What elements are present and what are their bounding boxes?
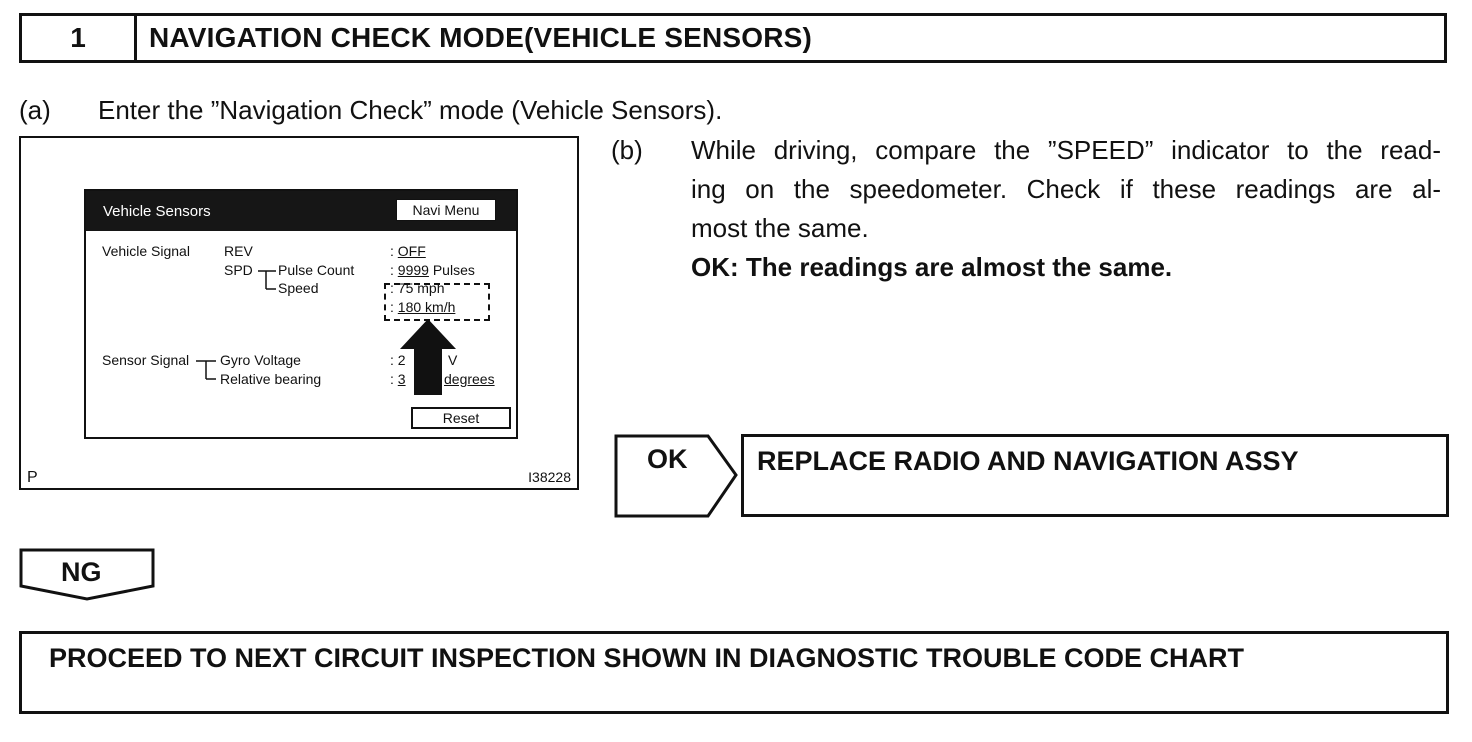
pointer-arrow-icon	[400, 319, 456, 395]
ng-action-text: PROCEED TO NEXT CIRCUIT INSPECTION SHOWN…	[49, 643, 1245, 673]
speed-label: Speed	[278, 280, 319, 296]
gyro-voltage-label: Gyro Voltage	[220, 352, 301, 368]
ng-result-box: PROCEED TO NEXT CIRCUIT INSPECTION SHOWN…	[19, 631, 1449, 714]
ok-action-text: REPLACE RADIO AND NAVIGATION ASSY	[757, 446, 1299, 476]
rev-label: REV	[224, 243, 253, 259]
gyro-voltage-unit: V	[448, 352, 458, 368]
pulse-count-label: Pulse Count	[278, 262, 355, 278]
rev-value: : OFF	[390, 243, 426, 259]
ok-result-box: REPLACE RADIO AND NAVIGATION ASSY	[741, 434, 1449, 517]
relative-bearing-unit: degrees	[444, 371, 495, 387]
instruction-b: (b) While driving, compare the ”SPEED” i…	[611, 131, 1451, 291]
gyro-voltage-value: : 2	[390, 352, 406, 368]
screen-title-bar: Vehicle Sensors Navi Menu	[86, 191, 516, 231]
ok-label: OK	[647, 444, 688, 474]
spd-bracket	[258, 270, 276, 290]
instruction-b-line: ing on the speedometer. Check if these r…	[691, 174, 1441, 204]
step-number: 1	[22, 16, 137, 60]
step-header: 1 NAVIGATION CHECK MODE(VEHICLE SENSORS)	[19, 13, 1447, 63]
ok-arrow-shape	[614, 434, 738, 518]
pulse-value: : 9999 Pulses	[390, 262, 475, 278]
reset-button: Reset	[411, 407, 511, 429]
instruction-a-text: Enter the ”Navigation Check” mode (Vehic…	[98, 95, 723, 125]
step-title: NAVIGATION CHECK MODE(VEHICLE SENSORS)	[149, 22, 813, 53]
sensor-signal-label: Sensor Signal	[102, 352, 190, 368]
navi-menu-button: Navi Menu	[396, 199, 496, 221]
instruction-a: (a) Enter the ”Navigation Check” mode (V…	[19, 91, 1219, 131]
instruction-b-label: (b)	[611, 135, 643, 165]
instruction-b-line: While driving, compare the ”SPEED” indic…	[691, 135, 1441, 165]
sensor-bracket	[196, 360, 216, 380]
relative-bearing-label: Relative bearing	[220, 371, 322, 387]
vehicle-sensors-illustration: Vehicle Sensors Navi Menu Vehicle Signal…	[19, 136, 579, 490]
vehicle-signal-label: Vehicle Signal	[102, 243, 190, 259]
screen-title: Vehicle Sensors	[103, 203, 211, 220]
relative-bearing-value: : 3	[390, 371, 406, 387]
ok-criteria: OK: The readings are almost the same.	[691, 252, 1173, 282]
speed-kmh-value: : 180 km/h	[390, 299, 456, 315]
spd-label: SPD	[224, 262, 253, 278]
ng-arrow-shape	[19, 548, 155, 601]
instruction-b-text: While driving, compare the ”SPEED” indic…	[691, 131, 1441, 287]
figure-id: I38228	[528, 469, 571, 485]
ng-label: NG	[61, 557, 102, 587]
figure-corner-mark: P	[27, 469, 38, 486]
vehicle-sensors-screen: Vehicle Sensors Navi Menu Vehicle Signal…	[84, 189, 518, 439]
instruction-b-line: most the same.	[691, 213, 869, 243]
speed-highlight-box	[384, 283, 490, 321]
instruction-a-label: (a)	[19, 95, 51, 125]
